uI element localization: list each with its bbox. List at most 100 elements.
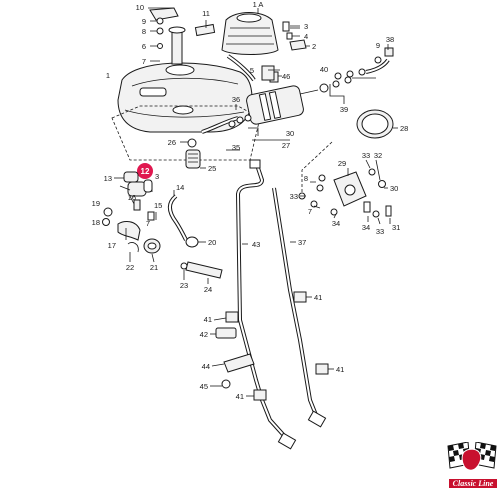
callout-7: 7: [142, 57, 146, 66]
brand-label: Classic Line: [448, 478, 498, 489]
nut: [368, 168, 376, 176]
pump-fittings: [319, 76, 352, 93]
callout-40: 40: [320, 65, 328, 74]
callout-41a: 41: [314, 293, 322, 302]
checkered-flag-lion-icon: [447, 442, 497, 471]
callout-labels: 10 11 1 A 9 8 6 7 3 4 2 1 5 46 40 9 38 3…: [92, 0, 409, 401]
seal-strip: [261, 65, 279, 83]
nut: [157, 43, 163, 49]
callout-15: 15: [154, 201, 162, 210]
callout-19: 19: [92, 199, 100, 208]
callout-22: 22: [126, 263, 134, 272]
clip: [293, 291, 307, 303]
callout-34: 34: [332, 219, 340, 228]
grommet: [185, 236, 199, 248]
leader-lines: [114, 7, 398, 397]
callout-17: 17: [108, 241, 116, 250]
callout-21: 21: [150, 263, 158, 272]
callout-13: 13: [104, 174, 112, 183]
callout-36: 36: [232, 95, 240, 104]
spring-clip: [127, 242, 139, 253]
callout-29: 29: [338, 159, 346, 168]
callout-23: 23: [180, 281, 188, 290]
callout-41c: 41: [204, 315, 212, 324]
rubber-boot: [221, 12, 279, 55]
callout-42: 42: [200, 330, 208, 339]
callout-27: 27: [282, 141, 290, 150]
bolt: [363, 201, 371, 213]
callout-10: 10: [136, 3, 144, 12]
fitting: [384, 47, 394, 57]
callout-18: 18: [92, 218, 100, 227]
callout-9: 9: [142, 17, 146, 26]
drain-hose: [185, 261, 223, 279]
callout-4: 4: [304, 32, 308, 41]
callout-8b: 8: [304, 174, 308, 183]
clip: [253, 389, 267, 401]
bracket: [223, 353, 255, 373]
callout-14: 14: [176, 183, 184, 192]
callout-43: 43: [252, 240, 260, 249]
washer: [102, 218, 110, 226]
classic-line-logo: [447, 442, 497, 471]
washer: [156, 27, 164, 35]
relay-bracket: [333, 171, 367, 207]
callout-24: 24: [204, 285, 212, 294]
nut: [286, 32, 293, 40]
washer: [310, 200, 318, 208]
callout-1: 1: [106, 71, 110, 80]
callout-3b: 3: [155, 172, 159, 181]
callout-30b: 30: [390, 184, 398, 193]
callout-34b: 34: [362, 223, 370, 232]
washer: [372, 210, 380, 218]
strainer: [185, 138, 201, 169]
callout-41d: 41: [236, 392, 244, 401]
callout-5: 5: [250, 66, 254, 75]
pad: [194, 23, 216, 37]
pin: [133, 199, 141, 211]
fuel-line-long: [235, 167, 290, 442]
bolt: [318, 174, 326, 182]
nut: [330, 208, 338, 216]
callout-33b: 33: [290, 192, 298, 201]
callout-37: 37: [298, 238, 306, 247]
callout-44: 44: [202, 362, 210, 371]
bracket: [149, 7, 179, 21]
clip: [289, 39, 307, 51]
callout-33a: 33: [362, 151, 370, 160]
callout-32: 32: [374, 151, 382, 160]
line-fitting: [307, 410, 327, 428]
washer: [316, 184, 324, 192]
callout-25: 25: [208, 164, 216, 173]
clamp-coil: [143, 238, 161, 254]
highlight-marker: [137, 163, 153, 179]
callout-28: 28: [400, 124, 408, 133]
line-fitting: [249, 159, 261, 169]
callout-45: 45: [200, 382, 208, 391]
callout-38: 38: [386, 35, 394, 44]
callout-20: 20: [208, 238, 216, 247]
filler-neck: [168, 26, 186, 65]
callout-35: 35: [232, 143, 240, 152]
callout-46: 46: [282, 72, 290, 81]
callout-41b: 41: [336, 365, 344, 374]
mount-bracket: [117, 221, 141, 241]
callout-2: 2: [312, 42, 316, 51]
bolt: [147, 211, 155, 221]
clip: [315, 363, 329, 375]
fuel-line-return: [272, 187, 320, 421]
fuel-pump: [246, 85, 319, 125]
callout-31: 31: [392, 223, 400, 232]
callout-7b: 7: [146, 219, 150, 228]
washer: [378, 180, 386, 188]
callout-6: 6: [142, 42, 146, 51]
callout-9b: 9: [376, 41, 380, 50]
callout-26: 26: [168, 138, 176, 147]
callout-39: 39: [340, 105, 348, 114]
callout-11: 11: [202, 9, 210, 18]
highlight-number: 12: [141, 167, 150, 176]
callout-3: 3: [304, 22, 308, 31]
clamp: [374, 56, 382, 64]
